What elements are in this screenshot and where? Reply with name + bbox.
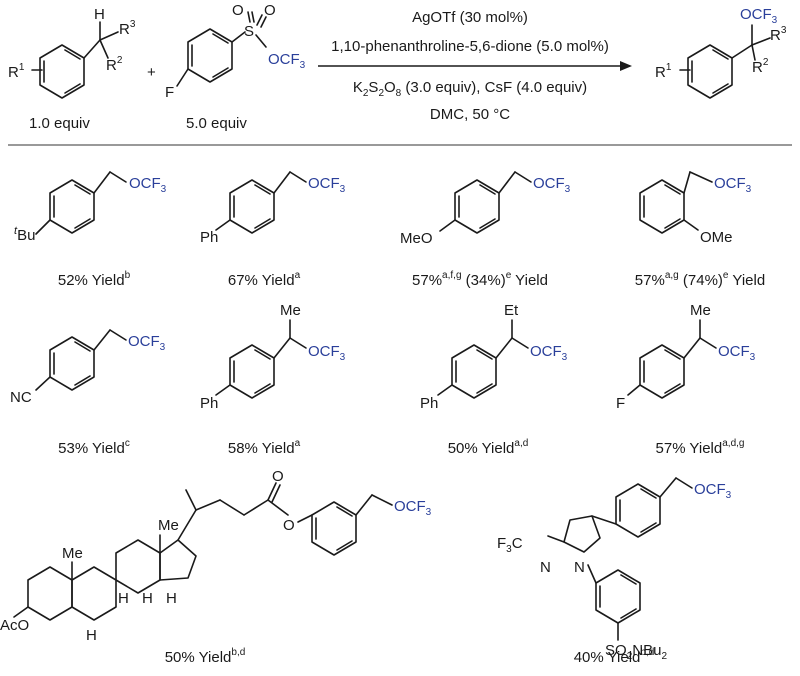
plus-sign: + <box>147 64 156 81</box>
product-10-structure: OCF3 F3C N N SO2NBu2 <box>497 477 732 662</box>
product-9-yield: 50% Yieldb,d <box>165 647 246 666</box>
substrate-structure: H R3 R2 R1 <box>8 6 136 99</box>
sulfonate-reagent-structure: F S O O OCF3 <box>165 2 306 101</box>
svg-text:Me: Me <box>280 302 301 319</box>
svg-text:OCF3: OCF3 <box>714 175 752 195</box>
condition-oxidant-base: K2S2O8 (3.0 equiv), CsF (4.0 equiv) <box>353 79 587 99</box>
product-6-structure: Me OCF3 Ph <box>200 302 346 412</box>
product-2-structure: OCF3 Ph <box>200 171 346 246</box>
svg-text:O: O <box>264 2 276 19</box>
svg-text:OCF3: OCF3 <box>128 333 166 353</box>
product-7-yield: 50% Yielda,d <box>448 438 529 457</box>
svg-text:OCF3: OCF3 <box>718 343 756 363</box>
svg-text:R2: R2 <box>752 57 769 76</box>
condition-solvent-temp: DMC, 50 °C <box>430 106 510 123</box>
svg-text:H: H <box>94 6 105 23</box>
product-4-structure: OCF3 OMe <box>639 171 752 246</box>
svg-text:tBu: tBu <box>14 225 35 244</box>
svg-text:N: N <box>574 559 585 576</box>
reagent2-equiv: 5.0 equiv <box>186 115 247 132</box>
product-5-yield: 53% Yieldc <box>58 438 130 457</box>
reagent1-equiv: 1.0 equiv <box>29 115 90 132</box>
svg-text:OCF3: OCF3 <box>530 343 568 363</box>
product-general-structure: OCF3 R3 R2 R1 <box>655 6 787 99</box>
svg-text:AcO: AcO <box>0 617 29 634</box>
product-8-yield: 57% Yielda,d,g <box>656 438 745 457</box>
svg-text:H: H <box>166 590 177 607</box>
svg-text:F: F <box>165 84 174 101</box>
svg-text:Ph: Ph <box>420 395 438 412</box>
condition-catalyst: AgOTf (30 mol%) <box>412 9 528 26</box>
svg-text:R2: R2 <box>106 55 123 74</box>
product-8-structure: Me OCF3 F <box>616 302 756 412</box>
svg-text:OCF3: OCF3 <box>694 481 732 501</box>
svg-text:NC: NC <box>10 389 32 406</box>
svg-text:R3: R3 <box>770 25 787 44</box>
svg-text:OCF3: OCF3 <box>533 175 571 195</box>
product-2-yield: 67% Yielda <box>228 270 301 289</box>
svg-text:O: O <box>283 517 295 534</box>
svg-text:H: H <box>118 590 129 607</box>
svg-text:Et: Et <box>504 302 519 319</box>
svg-text:R1: R1 <box>655 62 672 81</box>
svg-text:OCF3: OCF3 <box>129 175 167 195</box>
svg-text:H: H <box>86 627 97 644</box>
reaction-conditions: AgOTf (30 mol%) 1,10-phenanthroline-5,6-… <box>318 9 632 123</box>
product-7-structure: Et OCF3 Ph <box>420 302 568 412</box>
svg-text:OCF3: OCF3 <box>740 6 778 26</box>
svg-text:OCF3: OCF3 <box>308 175 346 195</box>
svg-text:H: H <box>142 590 153 607</box>
svg-text:MeO: MeO <box>400 230 433 247</box>
svg-text:OCF3: OCF3 <box>268 51 306 71</box>
svg-text:Me: Me <box>62 545 83 562</box>
svg-text:Me: Me <box>158 517 179 534</box>
svg-text:R1: R1 <box>8 62 25 81</box>
svg-text:F: F <box>616 395 625 412</box>
svg-text:R3: R3 <box>119 19 136 38</box>
product-1-structure: OCF3 tBu <box>14 171 167 244</box>
product-5-structure: OCF3 NC <box>10 329 166 406</box>
product-9-structure: O O OCF3 Me Me H H H H AcO <box>0 468 432 644</box>
product-6-yield: 58% Yielda <box>228 438 301 457</box>
svg-text:O: O <box>232 2 244 19</box>
svg-text:N: N <box>540 559 551 576</box>
svg-text:OCF3: OCF3 <box>308 343 346 363</box>
condition-ligand: 1,10-phenanthroline-5,6-dione (5.0 mol%) <box>331 38 609 55</box>
product-3-yield: 57%a,f,g (34%)e Yield <box>412 270 548 289</box>
svg-text:OMe: OMe <box>700 229 733 246</box>
svg-text:F3C: F3C <box>497 535 523 555</box>
svg-text:Ph: Ph <box>200 229 218 246</box>
svg-text:Ph: Ph <box>200 395 218 412</box>
product-4-yield: 57%a,g (74%)e Yield <box>635 270 765 289</box>
svg-text:S: S <box>244 23 254 40</box>
svg-text:SO2NBu2: SO2NBu2 <box>605 642 667 662</box>
svg-text:OCF3: OCF3 <box>394 498 432 518</box>
svg-text:Me: Me <box>690 302 711 319</box>
product-3-structure: OCF3 MeO <box>400 171 571 247</box>
product-1-yield: 52% Yieldb <box>58 270 131 289</box>
svg-text:O: O <box>272 468 284 485</box>
product-10-yield: 40% Yieldb,d <box>574 647 655 666</box>
